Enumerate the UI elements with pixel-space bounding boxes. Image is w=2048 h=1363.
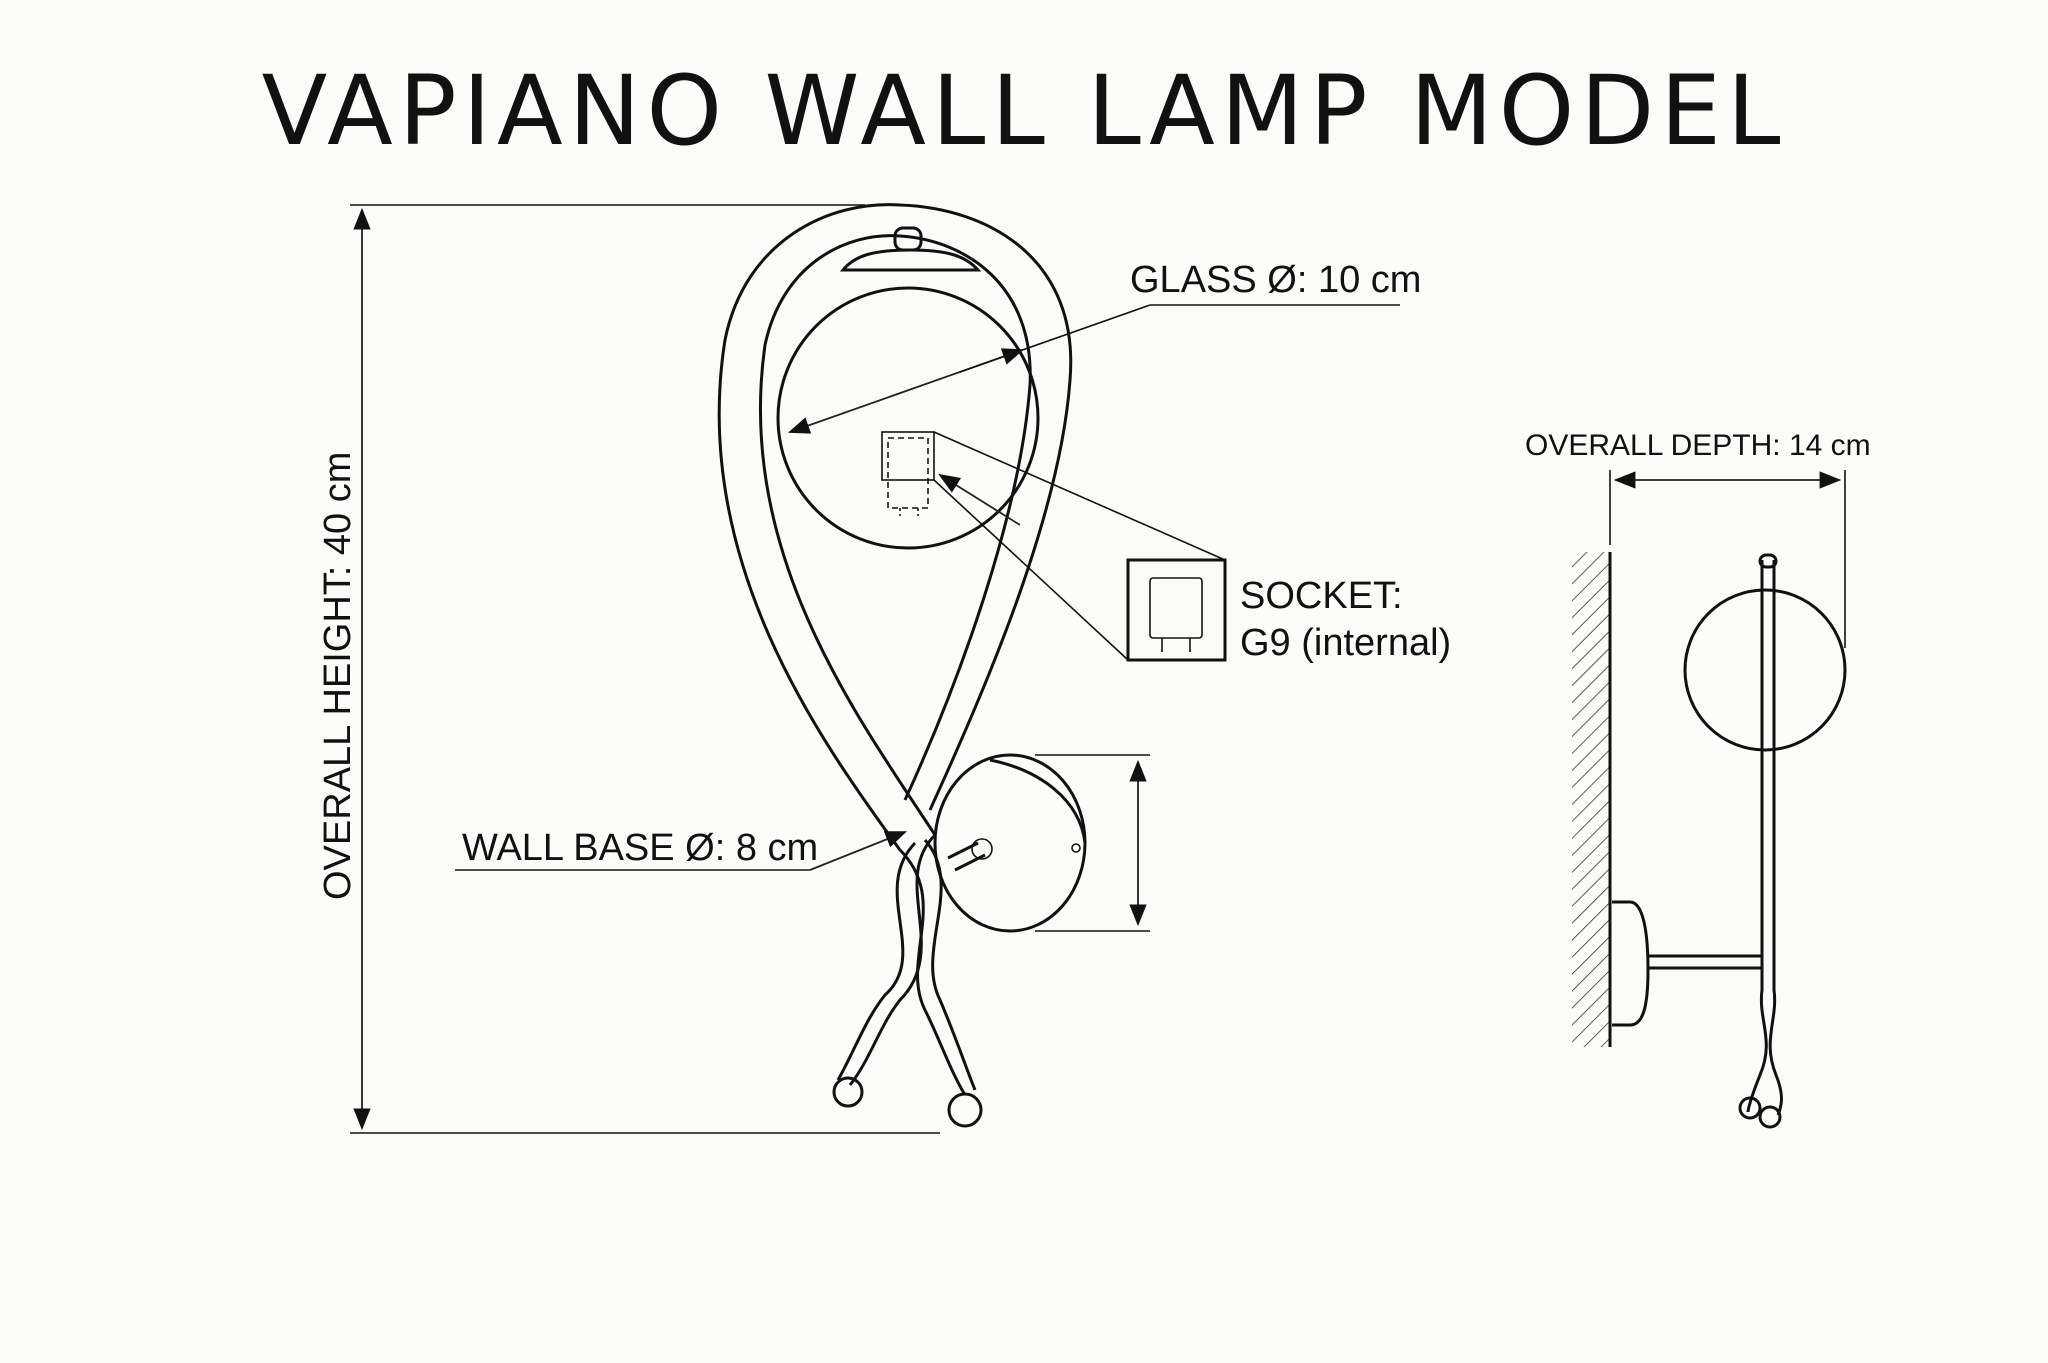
overall-depth-dimension: OVERALL DEPTH: 14 cm [1525,429,1871,648]
side-rod [1738,553,1783,1129]
glass-globe [776,226,1040,550]
wall-base-callout: WALL BASE Ø: 8 cm [455,827,908,871]
wall-base-dimension [1035,754,1150,932]
overall-depth-label: OVERALL DEPTH: 14 cm [1525,429,1871,462]
overall-height-label: OVERALL HEIGHT: 40 cm [317,452,359,900]
side-view: OVERALL DEPTH: 14 cm [1525,429,1871,1129]
twisted-tails [832,833,983,1128]
glass-dimension: GLASS Ø: 10 cm [787,259,1421,434]
wall-hatch [1572,552,1612,1047]
side-glass-globe [1683,588,1847,752]
side-wall-mount [1612,900,1762,1027]
diagram-title: VAPIANO WALL LAMP MODEL [261,55,1787,167]
glass-label: GLASS Ø: 10 cm [1130,259,1421,301]
socket-icon [881,431,935,516]
overall-height-dimension: OVERALL HEIGHT: 40 cm [317,204,940,1134]
front-view: OVERALL HEIGHT: 40 cm GLASS Ø: 10 cm [317,203,1451,1134]
socket-label-line2: G9 (internal) [1240,622,1451,664]
wall-base-label: WALL BASE Ø: 8 cm [462,827,818,869]
socket-label-line1: SOCKET: [1240,575,1403,617]
wall-base [933,753,1087,933]
lamp-loop [717,203,1073,851]
socket-callout: SOCKET: G9 (internal) [933,431,1451,664]
